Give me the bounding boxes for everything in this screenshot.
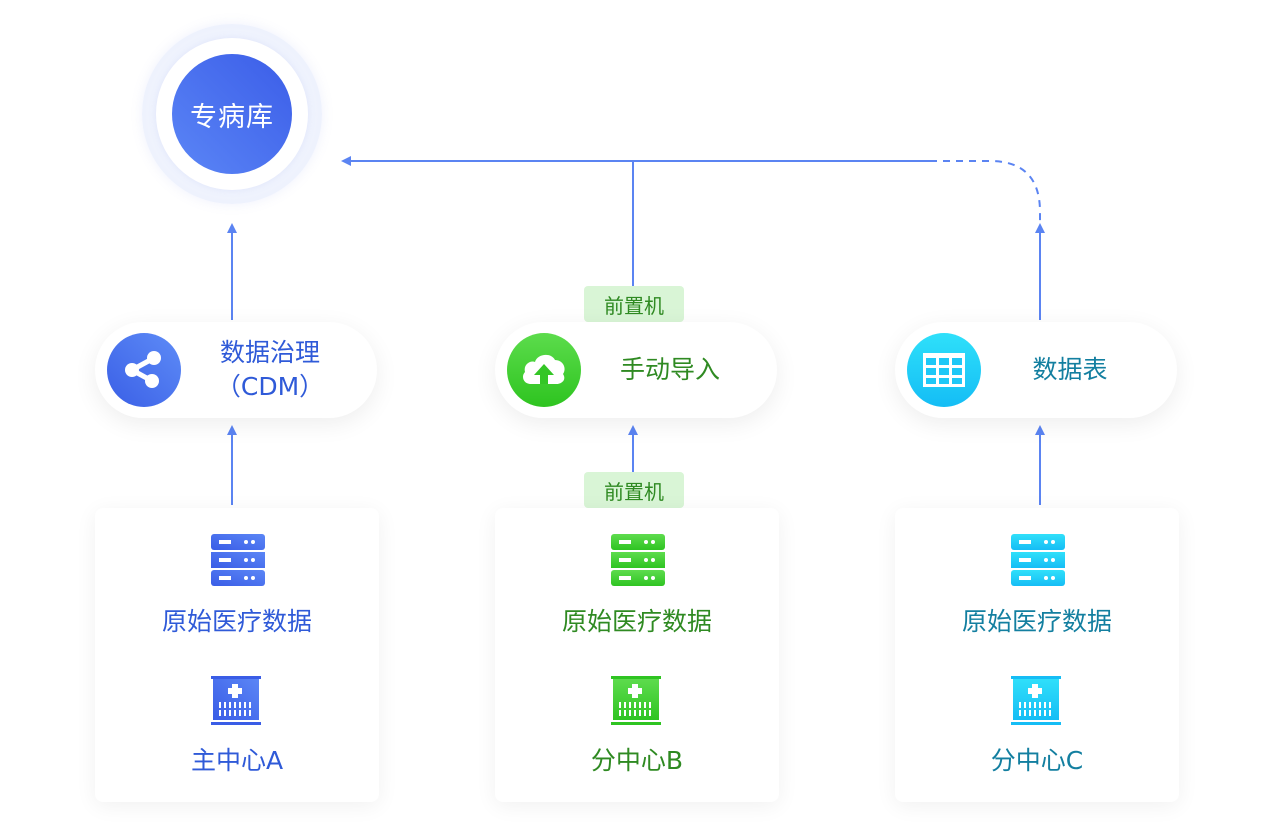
process-label-line1: 数据治理 <box>219 338 320 367</box>
table-icon <box>907 333 981 407</box>
share-icon <box>107 333 181 407</box>
hospital-icon <box>611 676 661 725</box>
data-label: 原始医疗数据 <box>961 607 1112 636</box>
source-card-branch-center-c[interactable]: 原始医疗数据 分中心C <box>895 508 1179 802</box>
process-label: 数据治理 （CDM） <box>181 336 377 404</box>
process-node-manual-import[interactable]: 手动导入 <box>495 322 777 418</box>
server-icon <box>611 534 665 586</box>
process-label: 数据表 <box>1032 355 1108 384</box>
server-icon <box>211 534 265 586</box>
hospital-icon <box>211 676 261 725</box>
cloud-upload-icon <box>507 333 581 407</box>
hub-node-specialty-db[interactable]: 专病库 <box>172 54 292 174</box>
process-node-cdm[interactable]: 数据治理 （CDM） <box>95 322 377 418</box>
center-label: 主中心A <box>190 746 284 775</box>
hub-label: 专病库 <box>190 101 274 133</box>
source-card-branch-center-b[interactable]: 原始医疗数据 分中心B <box>495 508 779 802</box>
dashed-link-c <box>930 160 1041 222</box>
front-end-processor-tag-lower: 前置机 <box>584 472 684 508</box>
source-card-main-center-a[interactable]: 原始医疗数据 主中心A <box>95 508 379 802</box>
process-label-line2: （CDM） <box>215 372 325 401</box>
front-end-processor-tag-upper: 前置机 <box>584 286 684 322</box>
center-label: 分中心B <box>590 746 684 775</box>
hospital-icon <box>1011 676 1061 725</box>
process-node-data-table[interactable]: 数据表 <box>895 322 1177 418</box>
tag-label: 前置机 <box>604 293 664 318</box>
server-icon <box>1011 534 1065 586</box>
data-label: 原始医疗数据 <box>561 607 712 636</box>
process-label: 手动导入 <box>619 355 720 384</box>
data-label: 原始医疗数据 <box>161 607 312 636</box>
center-label: 分中心C <box>990 746 1084 775</box>
tag-label: 前置机 <box>604 479 664 504</box>
